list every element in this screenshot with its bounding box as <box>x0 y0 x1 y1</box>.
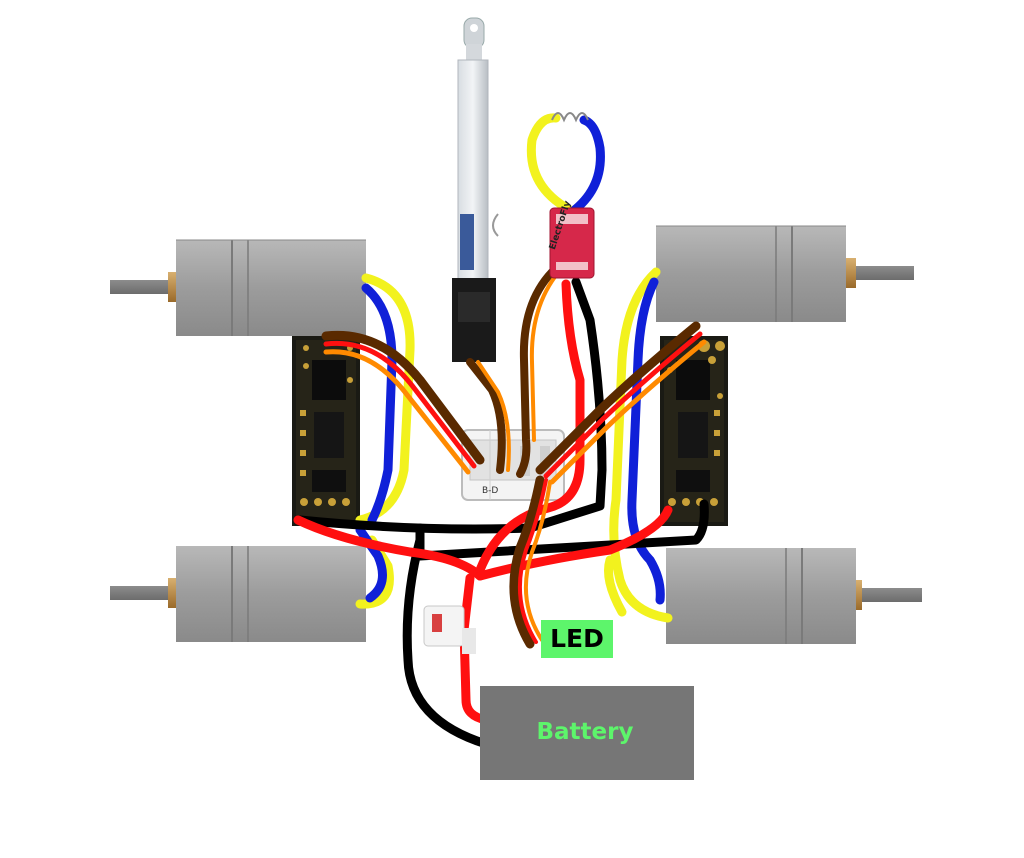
power-switch <box>423 605 476 654</box>
receiver-port-label: B-D <box>482 486 499 496</box>
linear-actuator <box>452 17 499 362</box>
led-label: LED <box>541 620 613 658</box>
motor-top-right <box>656 225 914 322</box>
esc <box>549 112 595 279</box>
motor-bottom-right <box>666 548 922 644</box>
motor-controller-right <box>660 336 728 526</box>
wires <box>293 113 709 749</box>
motor-bottom-left <box>110 546 366 642</box>
battery-label: Battery <box>536 719 634 745</box>
battery <box>480 686 694 780</box>
motor-top-left <box>110 239 366 336</box>
motor-controller-left <box>292 336 360 526</box>
